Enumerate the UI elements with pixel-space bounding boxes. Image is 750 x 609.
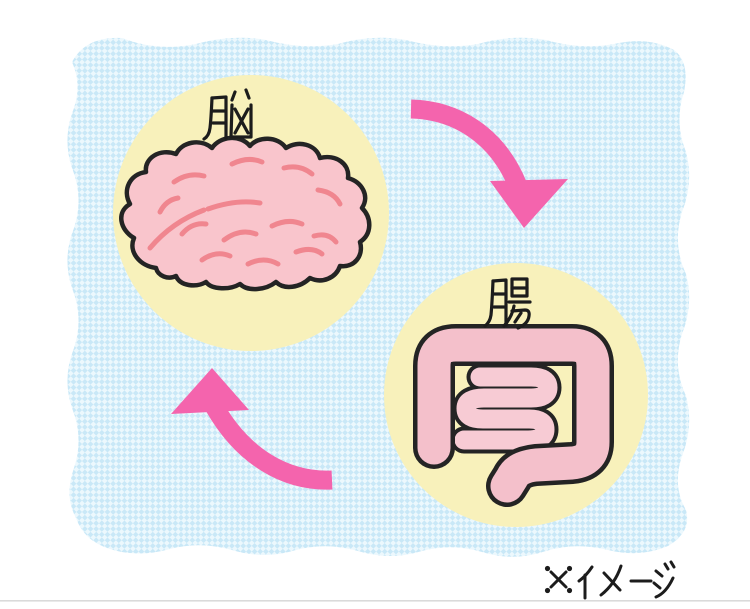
image-disclaimer-caption (549, 560, 676, 600)
brain-to-gut-arrow (410, 99, 568, 228)
small-intestine (450, 363, 562, 454)
arrow-shaft (205, 401, 333, 490)
arrow-head-up-icon (171, 368, 249, 414)
reference-mark-dots (544, 565, 573, 594)
gut-to-brain-arrow (171, 368, 333, 490)
brain-label (202, 88, 253, 141)
reference-mark-icon (549, 570, 568, 589)
brain-illustration (119, 135, 372, 292)
brain-gyri-lines (147, 156, 343, 267)
large-intestine (413, 324, 614, 507)
arrow-head-down-icon (490, 179, 568, 228)
large-intestine-fill (417, 328, 610, 503)
arrow-shaft (410, 99, 527, 190)
small-intestine-fill (454, 367, 558, 450)
gut-label (483, 277, 532, 330)
bottom-divider (0, 600, 750, 602)
